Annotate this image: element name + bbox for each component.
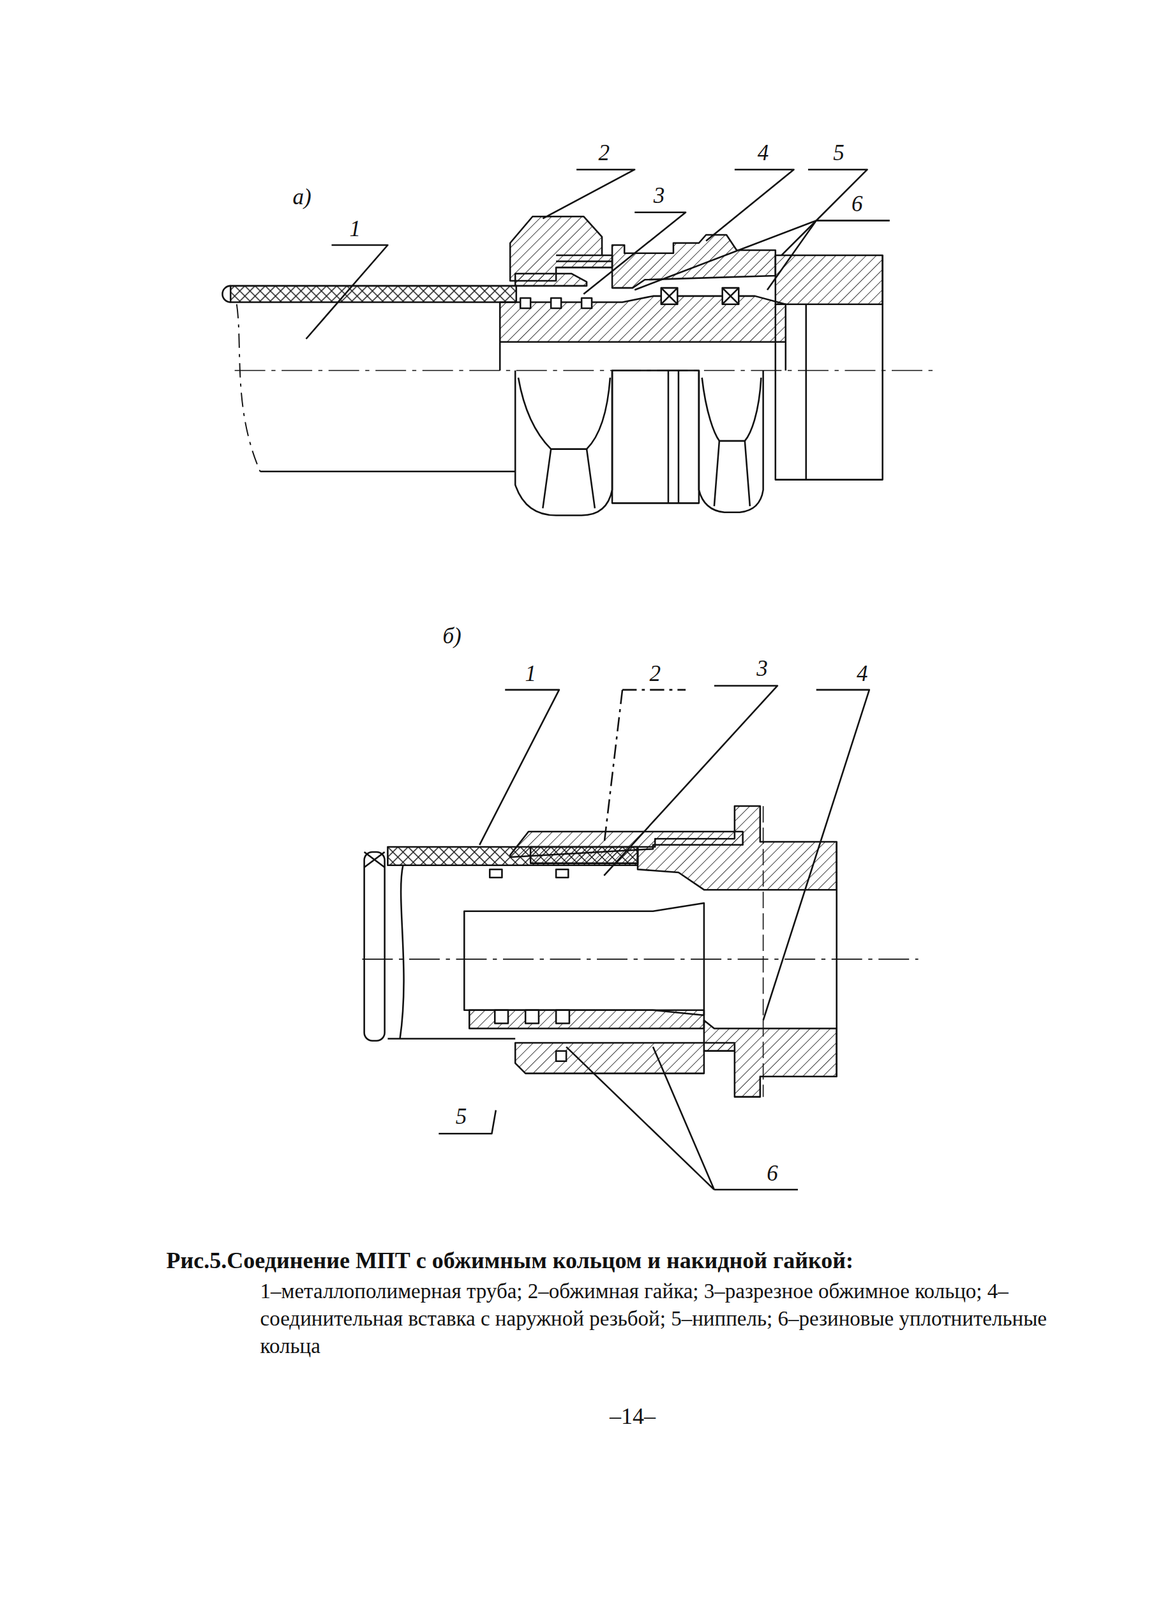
figure-letter: а) (292, 185, 312, 209)
figure-a-line (804, 304, 807, 481)
callout-number: 6 (766, 1162, 779, 1185)
figure-b-line (762, 806, 765, 1098)
figure-a (222, 169, 939, 516)
figure-b-line (387, 1037, 516, 1040)
figure-b-line (400, 865, 405, 1040)
figure-a-line (510, 216, 613, 281)
figure-b-line (835, 841, 838, 1077)
figure-b-line (704, 1020, 837, 1098)
caption-legend: 1–металлополимерная труба; 2–обжимная га… (260, 1277, 1072, 1361)
figure-b-line (361, 958, 918, 961)
callout-number: 1 (524, 662, 537, 685)
figure-caption: Рис.5.Соединение МПТ с обжимным кольцом … (166, 1247, 855, 1275)
figure-a-line (612, 370, 699, 504)
figure-a-line (722, 287, 740, 305)
figure-letter: б) (442, 624, 461, 648)
figure-b-line (566, 1046, 798, 1190)
figure-a-line (661, 287, 678, 305)
figure-a-line (705, 169, 794, 242)
figure-a-line (583, 212, 686, 295)
figure-b-line (464, 903, 705, 1016)
figure-a-line (775, 255, 883, 481)
figure-a-line (781, 169, 867, 256)
callout-number: 2 (649, 662, 661, 685)
figure-b-line (555, 869, 569, 878)
figure-a-line (542, 449, 595, 509)
figure-a-line (722, 287, 740, 305)
figure-a-line (520, 298, 531, 309)
figure-a-line (499, 296, 786, 343)
callout-number: 2 (598, 141, 611, 165)
figure-b-line (364, 852, 385, 1042)
figure-a-line (714, 441, 751, 507)
callout-number: 5 (455, 1105, 468, 1128)
callout-number: 3 (653, 184, 666, 207)
figure-a-line (555, 255, 613, 262)
callout-number: 5 (833, 141, 845, 165)
figure-b-line (603, 685, 778, 876)
figure-b-line (515, 1043, 735, 1074)
figure-a-line (634, 220, 890, 291)
figure-b-line (489, 869, 502, 878)
figure-a-line (542, 169, 635, 219)
figure-b-line (637, 806, 837, 890)
figure-b-line (525, 1010, 539, 1024)
figure-b-line (494, 1010, 509, 1024)
figure-b-line (479, 690, 560, 846)
figure-b-line (469, 1010, 705, 1029)
connection-drawing-line (222, 169, 939, 1190)
callout-number: 4 (856, 662, 869, 685)
figure-a-line (230, 285, 517, 303)
figure-b-line (438, 1110, 496, 1134)
figure-a-line (234, 370, 939, 372)
figure-a-line (515, 273, 587, 286)
figure-a-line (550, 298, 562, 309)
figure-a-line (702, 377, 762, 442)
figure-a-line (612, 234, 776, 288)
callout-number: 3 (756, 657, 768, 680)
figure-a-line (784, 342, 787, 371)
figure-a-line (260, 471, 516, 473)
figure-a-line (515, 370, 613, 516)
figure-a-line (668, 370, 679, 504)
figure-a-line (775, 255, 883, 305)
figure-a-line (236, 304, 261, 472)
figure-a-line (518, 377, 611, 450)
figure-b-line (763, 690, 870, 1021)
figure-a-line (499, 342, 502, 371)
figure-a-line (581, 298, 592, 309)
callout-number: 4 (757, 141, 770, 165)
figure-a-line (222, 285, 231, 303)
figure-b-line (555, 1010, 570, 1024)
callout-number: 1 (349, 217, 361, 241)
figure-b-line (603, 690, 686, 846)
figure-a-line (661, 287, 678, 305)
figure-a-line (698, 370, 764, 513)
page-number: –14– (609, 1404, 656, 1428)
figure-b (361, 685, 918, 1190)
callout-number: 6 (851, 192, 864, 216)
figure-b-line (364, 852, 385, 868)
figure-a-line (306, 245, 389, 339)
figure-b-line (555, 1051, 567, 1062)
